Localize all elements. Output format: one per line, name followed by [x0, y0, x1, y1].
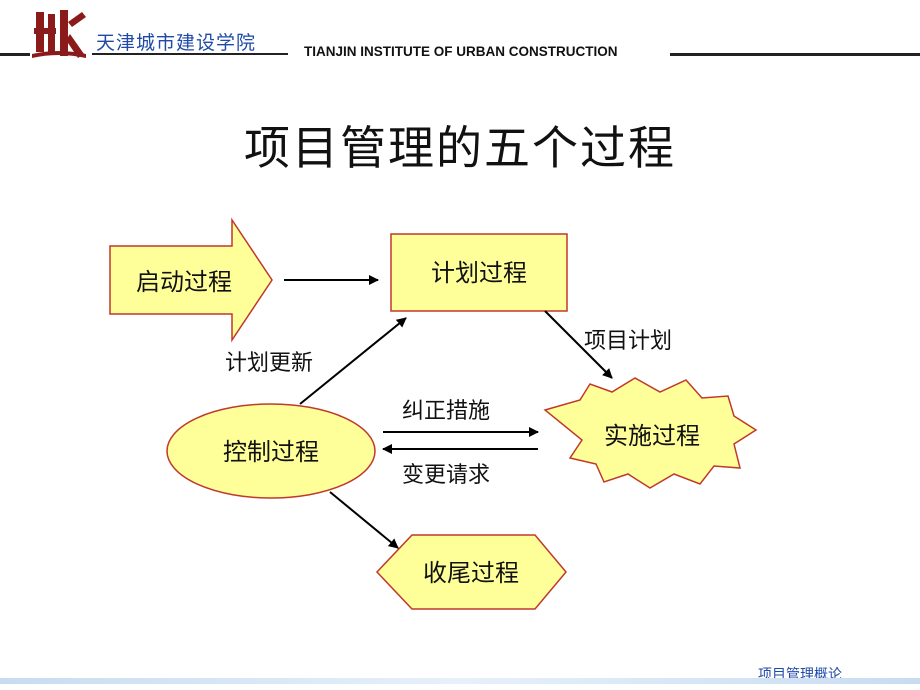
edge-controlling-closing — [329, 491, 399, 549]
node-controlling-label: 控制过程 — [223, 438, 319, 466]
page-title: 项目管理的五个过程 — [244, 121, 676, 175]
node-executing-label: 实施过程 — [604, 422, 700, 450]
node-closing-label: 收尾过程 — [423, 559, 519, 587]
school-name-cn: 天津城市建设学院 — [96, 32, 257, 54]
header-rule-right — [670, 53, 920, 56]
edge-label-change-request: 变更请求 — [402, 463, 490, 488]
school-logo-icon — [30, 4, 88, 62]
node-executing: 实施过程 — [543, 377, 758, 489]
node-planning: 计划过程 — [390, 233, 568, 312]
node-initiating-label: 启动过程 — [136, 268, 232, 296]
edge-planning-executing — [544, 310, 613, 379]
edge-label-plan: 项目计划 — [584, 329, 672, 354]
header-rule-left — [0, 53, 30, 56]
edge-label-corrective-action: 纠正措施 — [402, 399, 490, 424]
edge-label-plan-update: 计划更新 — [225, 351, 313, 376]
footer-bar — [0, 678, 920, 684]
node-planning-label: 计划过程 — [431, 259, 527, 287]
node-controlling: 控制过程 — [166, 403, 376, 499]
header-rule-mid — [92, 53, 288, 55]
edge-controlling-planning — [299, 317, 407, 405]
node-initiating: 启动过程 — [109, 217, 273, 343]
node-closing: 收尾过程 — [375, 534, 567, 610]
school-name-en: TIANJIN INSTITUTE OF URBAN CONSTRUCTION — [304, 44, 618, 59]
